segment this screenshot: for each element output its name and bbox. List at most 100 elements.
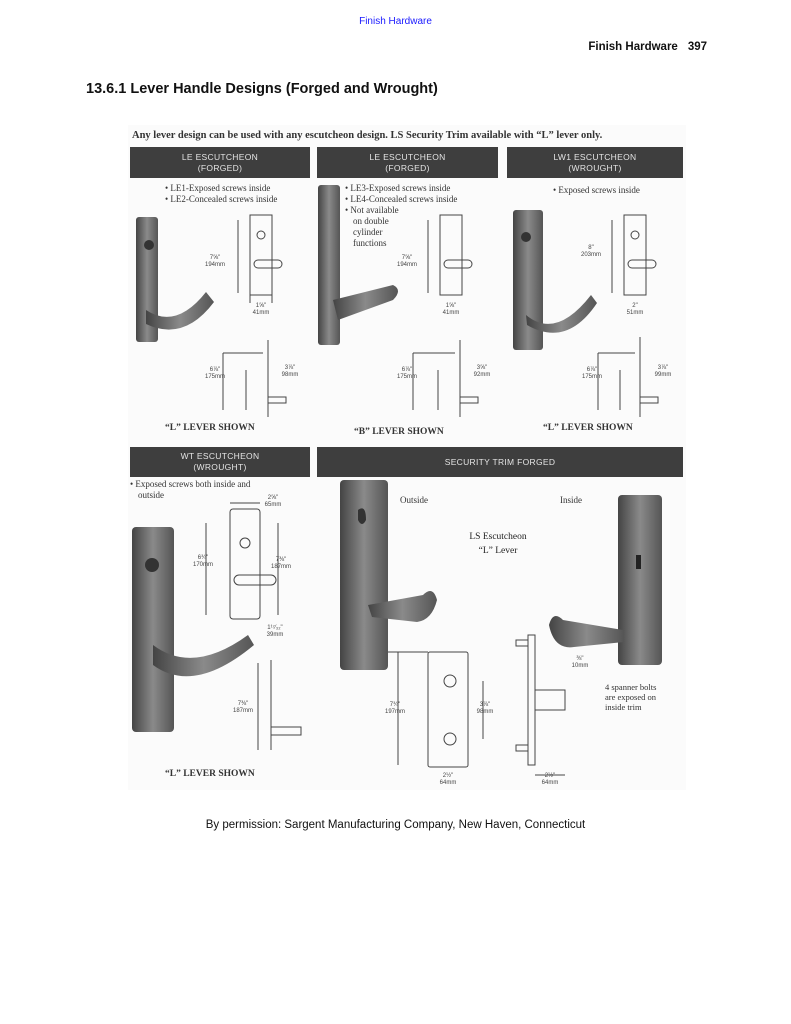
- lw1-wrought-header: LW1 ESCUTCHEON(WROUGHT): [507, 147, 683, 178]
- dim-height: 7⅝"194mm: [198, 255, 232, 269]
- note-line: inside trim: [605, 702, 642, 712]
- bar-title: WT ESCUTCHEON: [180, 451, 260, 461]
- bar-subtitle: (FORGED): [197, 162, 243, 173]
- dim-mm: 170mm: [192, 562, 213, 568]
- dim-in: 2⅝": [267, 495, 279, 501]
- ls-escutcheon-label: LS Escutcheon“L” Lever: [458, 530, 538, 558]
- dim-mm: 197mm: [384, 709, 405, 715]
- dim-mm: 187mm: [232, 708, 253, 714]
- dim-in: ⅜": [576, 656, 584, 662]
- dim-in: 3⅞": [479, 702, 491, 708]
- dim-height: 7⅜"187mm: [264, 557, 298, 571]
- bullet-cont: cylinder: [353, 227, 383, 237]
- dim-in: 7⅝": [401, 255, 413, 261]
- dim-width: 1⅝"41mm: [434, 303, 468, 317]
- lw1-lever-photo: [513, 210, 597, 350]
- dim-side-height: 7⅜"187mm: [226, 701, 260, 715]
- inside-label: Inside: [560, 495, 582, 505]
- dim-width: 2½"64mm: [431, 773, 465, 787]
- dim-offset: 6⅞"175mm: [390, 367, 424, 381]
- le-lever-photo: [136, 217, 214, 342]
- dim-width: 2"51mm: [618, 303, 652, 317]
- dim-plate-width: 1¹⁷⁄₃₂"39mm: [258, 625, 292, 639]
- le-forged-header-2: LE ESCUTCHEON(FORGED): [317, 147, 498, 178]
- bar-subtitle: (WROUGHT): [193, 462, 247, 472]
- lever-shown-label: “L” LEVER SHOWN: [165, 769, 255, 779]
- dim-offset: 6⅞"175mm: [198, 367, 232, 381]
- dim-in: 6⅞": [586, 367, 598, 373]
- dim-mm: 194mm: [204, 262, 225, 268]
- wt-wrought-header: WT ESCUTCHEON(WROUGHT): [130, 447, 310, 477]
- bullet: • Exposed screws inside: [553, 185, 640, 195]
- dim-thickness: ⅜"10mm: [563, 656, 597, 670]
- dim-mm: 64mm: [439, 780, 457, 786]
- dim-mm: 41mm: [252, 310, 270, 316]
- bullet: • LE3-Exposed screws inside: [345, 183, 451, 193]
- dim-in: 7⅜": [275, 557, 287, 563]
- dim-in: 3⅞": [284, 365, 296, 371]
- dim-center: 3⅝"92mm: [465, 365, 499, 379]
- ls-inside-photo: [549, 495, 662, 665]
- section-title: 13.6.1 Lever Handle Designs (Forged and …: [86, 81, 438, 97]
- dim-mm: 65mm: [264, 502, 282, 508]
- hardware-drawings: [132, 185, 662, 776]
- dim-mm: 99mm: [654, 372, 672, 378]
- le-bullets: • LE1-Exposed screws inside• LE2-Conceal…: [165, 183, 277, 205]
- dim-offset: 6⅞"175mm: [575, 367, 609, 381]
- dim-width: 2⅝"65mm: [256, 495, 290, 509]
- dim-mm: 203mm: [580, 252, 601, 258]
- bullet-cont: functions: [353, 238, 387, 248]
- dim-mm: 92mm: [473, 372, 491, 378]
- dim-mm: 39mm: [266, 632, 284, 638]
- dim-mm: 98mm: [476, 709, 494, 715]
- bar-subtitle: (FORGED): [385, 162, 430, 173]
- dim-mm: 175mm: [204, 374, 225, 380]
- bullet: • LE1-Exposed screws inside: [165, 183, 271, 193]
- dim-mm: 41mm: [442, 310, 460, 316]
- outside-label: Outside: [400, 495, 428, 505]
- ls-outside-photo: [340, 480, 437, 670]
- dim-in: 7¾": [389, 702, 401, 708]
- dim-in: 2½": [442, 773, 454, 779]
- note-line: 4 spanner bolts: [605, 682, 657, 692]
- bullet-cont: outside: [138, 490, 164, 500]
- bullet: • LE4-Concealed screws inside: [345, 194, 458, 204]
- dim-in: 1⅝": [445, 303, 457, 309]
- dim-height: 7⅝"194mm: [390, 255, 424, 269]
- dim-in: 7⅝": [209, 255, 221, 261]
- bar-title: LW1 ESCUTCHEON: [553, 151, 637, 162]
- security-trim-header: SECURITY TRIM FORGED: [317, 447, 683, 477]
- dim-mm: 194mm: [396, 262, 417, 268]
- dim-height: 7¾"197mm: [378, 702, 412, 716]
- lever-shown-label: “B” LEVER SHOWN: [354, 427, 444, 437]
- dim-mm: 64mm: [541, 780, 559, 786]
- bar-title: SECURITY TRIM FORGED: [444, 456, 556, 467]
- dim-in: 2": [632, 303, 638, 309]
- wt-lever-photo: [132, 527, 254, 732]
- bullet-cont: on double: [353, 216, 389, 226]
- dim-mm: 98mm: [281, 372, 299, 378]
- dim-in: 6¾": [197, 555, 209, 561]
- le-bullets-2: • LE3-Exposed screws inside• LE4-Conceal…: [345, 183, 457, 249]
- lever-designs-figure: Any lever design can be used with any es…: [128, 125, 686, 790]
- running-title: Finish Hardware: [588, 41, 678, 53]
- figure-intro: Any lever design can be used with any es…: [132, 130, 603, 141]
- dim-projection: 2½"64mm: [533, 773, 567, 787]
- dim-in: 7⅜": [237, 701, 249, 707]
- dim-in: 1¹⁷⁄₃₂": [267, 625, 283, 631]
- dim-mm: 10mm: [571, 663, 589, 669]
- bullet: • LE2-Concealed screws inside: [165, 194, 278, 204]
- dim-in: 6⅞": [401, 367, 413, 373]
- dim-in: 2½": [544, 773, 556, 779]
- dim-center: 3⅞"98mm: [273, 365, 307, 379]
- top-link-finish-hardware[interactable]: Finish Hardware: [359, 16, 432, 27]
- bar-title: LE ESCUTCHEON: [181, 151, 259, 162]
- dim-bolt-spacing: 3⅞"98mm: [468, 702, 502, 716]
- dim-in: 3⅝": [476, 365, 488, 371]
- bar-title: LE ESCUTCHEON: [369, 151, 446, 162]
- dim-mm: 175mm: [396, 374, 417, 380]
- dim-mm: 187mm: [270, 564, 291, 570]
